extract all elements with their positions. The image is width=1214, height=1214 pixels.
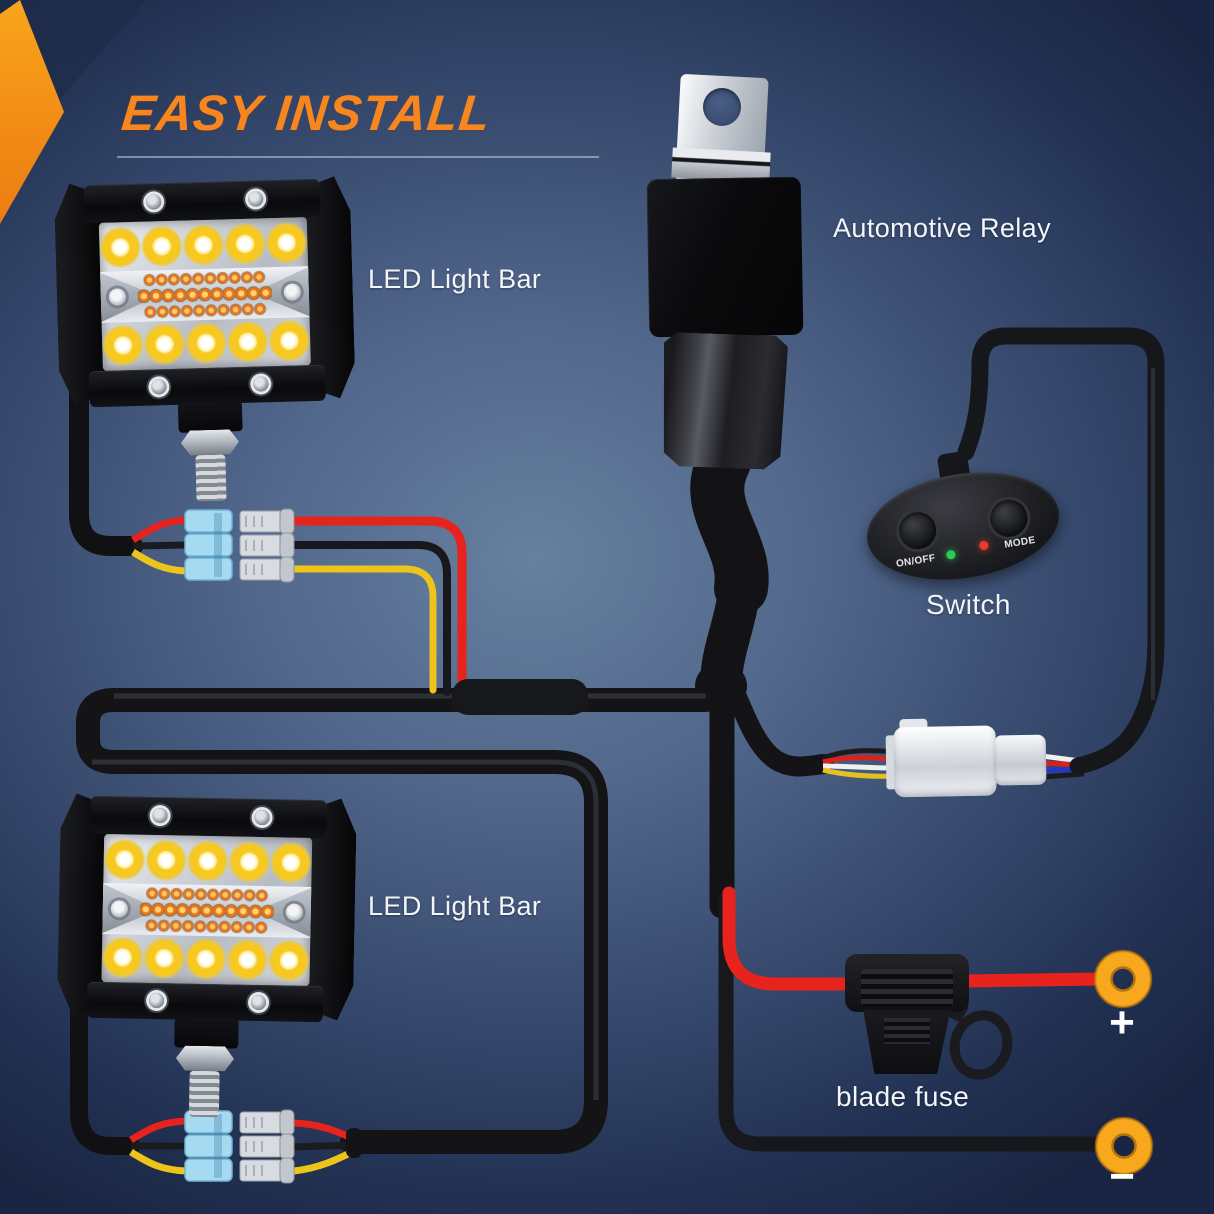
connector-male-half	[993, 734, 1047, 786]
positive-wire-to-ring	[957, 972, 1107, 988]
heat-shrink-collar	[452, 679, 588, 715]
amber-led-row	[145, 886, 269, 903]
negative-wire	[718, 892, 1105, 1152]
mount-nut-icon	[176, 1045, 234, 1071]
screw-icon	[146, 194, 162, 210]
led-light-bar-1	[53, 166, 358, 506]
screw-icon	[250, 994, 267, 1011]
screw-icon	[148, 992, 165, 1009]
relay-plug-boot	[660, 332, 789, 470]
amber-led-row	[144, 302, 267, 319]
big-led-row	[103, 836, 313, 888]
led-light-bar-2	[55, 783, 357, 1121]
led-light-bar-1-label: LED Light Bar	[368, 264, 542, 294]
negative-ring-terminal	[1094, 1116, 1154, 1176]
chrome-band	[102, 883, 311, 938]
amber-led-row	[145, 918, 268, 935]
screw-icon	[253, 376, 269, 392]
bar-bottom-rail	[86, 981, 324, 1023]
harness-black-wire-bar1	[289, 541, 451, 696]
bar1-red-wire	[131, 516, 187, 543]
mount-bolt-icon	[195, 454, 227, 502]
positive-wire-to-fuse	[722, 886, 853, 991]
big-led-row	[101, 934, 311, 985]
screw-icon	[152, 807, 168, 824]
mount-foot	[174, 1017, 239, 1049]
mount-nut-icon	[181, 429, 240, 456]
quick-connector	[885, 715, 1048, 802]
bar-bottom-rail	[88, 364, 326, 408]
automotive-relay-label: Automotive Relay	[833, 213, 1051, 243]
big-led-row	[101, 317, 311, 370]
positive-ring-terminal	[1093, 949, 1153, 1009]
screw-icon	[247, 191, 264, 207]
connector-female-half	[893, 725, 997, 798]
bar1-spade-connectors	[184, 508, 295, 583]
screw-icon	[151, 379, 167, 395]
amber-led-row	[143, 270, 266, 287]
mount-bolt-icon	[188, 1070, 220, 1118]
bar-lens	[101, 834, 313, 986]
bar1-pigtail-cable	[69, 374, 143, 556]
title-underline	[117, 156, 599, 158]
fuse-cap-ridges	[884, 1018, 930, 1044]
chrome-band	[100, 266, 309, 323]
blade-fuse-label: blade fuse	[836, 1081, 970, 1112]
positive-terminal-sign: +	[1109, 998, 1135, 1047]
bar-lens	[98, 217, 311, 371]
main-trunk-cable	[76, 688, 718, 1154]
bar2-pigtail-cable	[70, 995, 140, 1155]
amber-led-row	[139, 901, 274, 920]
harness-yellow-wire-bar1	[289, 565, 437, 694]
automotive-relay-body	[646, 176, 804, 338]
switch-label: Switch	[926, 589, 1011, 620]
switch-cable	[957, 327, 1165, 775]
harness-red-wire-bar1	[288, 516, 467, 699]
big-led-row	[98, 219, 309, 272]
bar1-black-wire	[132, 541, 187, 550]
mount-foot	[177, 401, 243, 433]
connector-branch-cable	[714, 658, 834, 777]
fuse-ridges	[861, 969, 953, 1007]
bar-top-rail	[83, 178, 321, 224]
bar1-yellow-wire	[131, 549, 187, 575]
switch-body	[859, 459, 1067, 593]
amber-led-row	[137, 285, 273, 304]
bar-top-rail	[90, 795, 327, 839]
led-light-bar-2-label: LED Light Bar	[368, 891, 542, 921]
screw-icon	[254, 809, 270, 826]
negative-terminal-sign: −	[1109, 1152, 1135, 1201]
relay-tab-hole-icon	[703, 88, 741, 126]
